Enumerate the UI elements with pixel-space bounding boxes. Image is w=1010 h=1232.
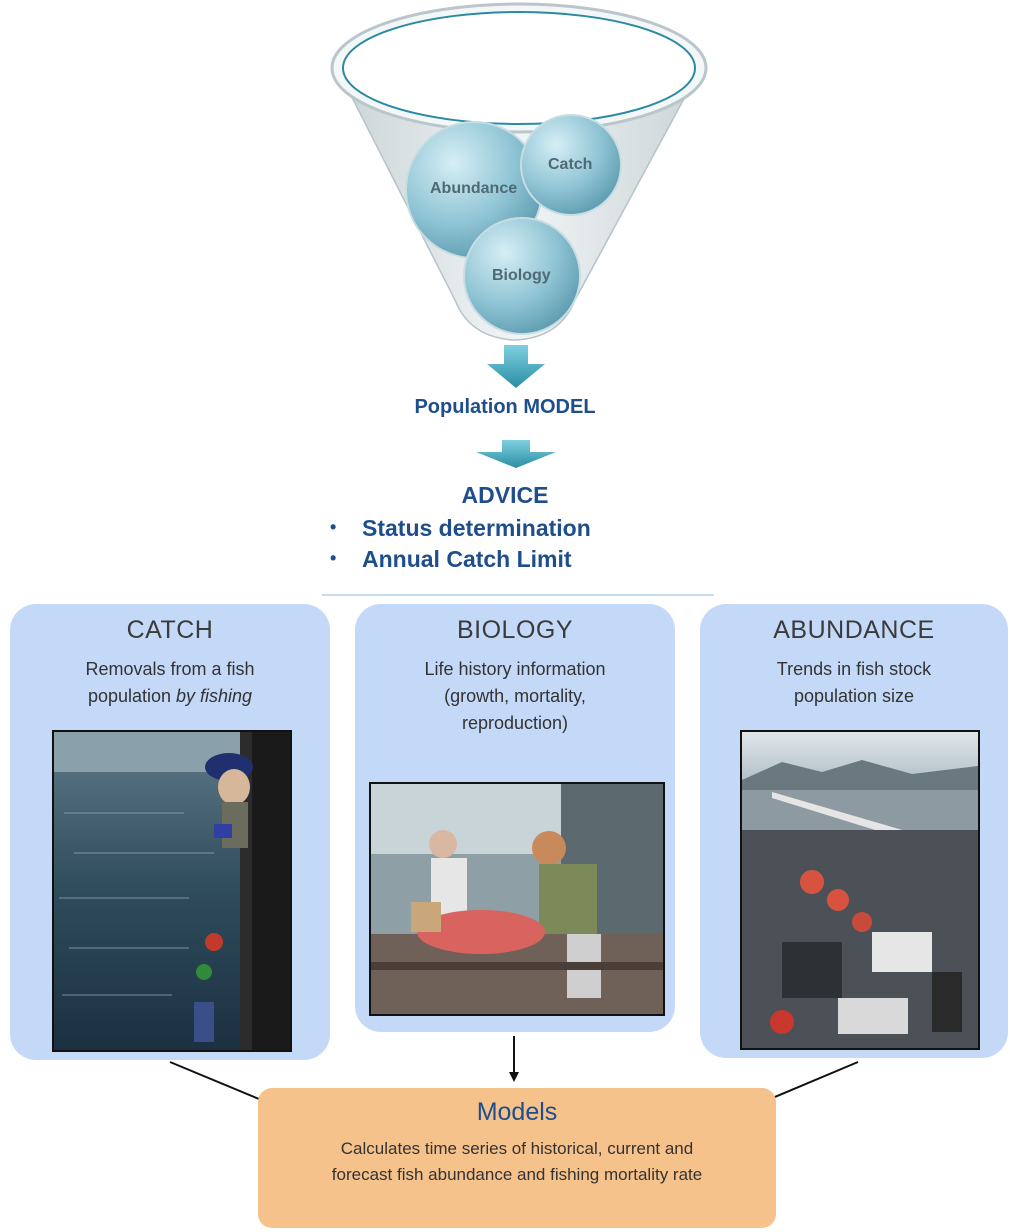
- bubble-label-catch: Catch: [548, 156, 593, 173]
- advice-title: ADVICE: [461, 482, 549, 508]
- biology-bubble: [463, 217, 581, 335]
- description-line: Calculates time series of historical, cu…: [340, 1139, 694, 1158]
- separator: [322, 594, 714, 596]
- advice-item: • Annual Catch Limit: [330, 546, 572, 573]
- panel-title: BIOLOGY: [456, 616, 574, 644]
- description-line: Life history information: [424, 659, 606, 679]
- description-line: Trends in fish stock: [776, 659, 932, 679]
- description-line: Removals from a fish: [85, 659, 255, 679]
- models-box: Models Calculates time series of histori…: [258, 1088, 776, 1228]
- models-title: Models: [476, 1098, 558, 1126]
- description-text: population: [87, 686, 177, 706]
- bullet: •: [330, 548, 337, 568]
- fishing-photo: [52, 730, 292, 1052]
- biology-photo: [369, 782, 665, 1016]
- bubble-label-biology: Biology: [492, 267, 551, 284]
- abundance-panel: ABUNDANCE Trends in fish stock populatio…: [700, 604, 1008, 1058]
- advice-item: • Status determination: [330, 515, 591, 542]
- down-arrow-icon: [487, 345, 545, 388]
- funnel-graphic: [330, 2, 708, 468]
- catch-panel: CATCH Removals from a fish population by…: [10, 604, 330, 1060]
- models-description: Calculates time series of historical, cu…: [258, 1136, 776, 1188]
- advice-item-label: Annual Catch Limit: [362, 546, 572, 572]
- panel-title: CATCH: [126, 616, 214, 644]
- survey-vessel-photo: [740, 730, 980, 1050]
- biology-panel: BIOLOGY Life history information (growth…: [355, 604, 675, 1032]
- catch-bubble: [520, 114, 622, 216]
- population-model-label: Population MODEL: [414, 396, 596, 418]
- advice-item-label: Status determination: [362, 515, 591, 541]
- description-line: population by fishing: [10, 683, 330, 710]
- down-arrow-icon: [476, 440, 556, 468]
- panel-description: Removals from a fish population by fishi…: [10, 656, 330, 710]
- description-line: forecast fish abundance and fishing mort…: [331, 1165, 703, 1184]
- bubble-label-abundance: Abundance: [430, 180, 518, 197]
- description-line: (growth, mortality,: [444, 686, 586, 706]
- description-line: reproduction): [461, 713, 569, 733]
- panel-description: Life history information (growth, mortal…: [355, 656, 675, 737]
- description-line: population size: [793, 686, 915, 706]
- bullet: •: [330, 517, 337, 537]
- description-emphasis: by fishing: [176, 686, 253, 706]
- panel-title: ABUNDANCE: [773, 616, 935, 644]
- panel-description: Trends in fish stock population size: [700, 656, 1008, 710]
